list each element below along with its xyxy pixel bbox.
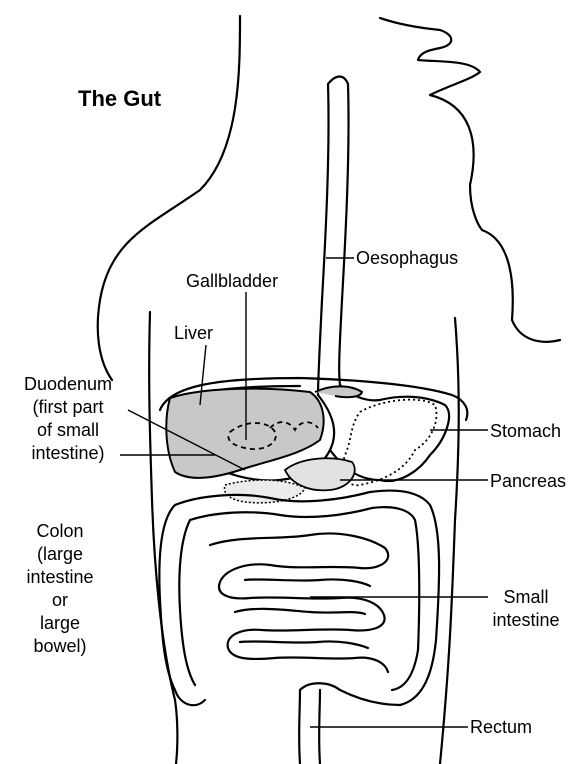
label-duodenum-line-1: Duodenum <box>8 373 128 396</box>
body-outline-right-lower <box>440 318 459 764</box>
label-duodenum-line-4: intestine) <box>8 442 128 465</box>
label-colon: Colon (large intestine or large bowel) <box>8 520 112 658</box>
oesophagus-right-wall <box>339 84 348 385</box>
label-small-intestine-line-1: Small <box>486 586 566 609</box>
label-small-intestine: Small intestine <box>486 586 566 632</box>
label-liver: Liver <box>174 322 213 345</box>
body-outline-left <box>98 16 240 380</box>
oesophagus-left-wall <box>318 84 329 395</box>
label-colon-line-1: Colon <box>8 520 112 543</box>
body-outline-right <box>482 230 560 342</box>
label-colon-line-2: (large <box>8 543 112 566</box>
colon-ascending-inner <box>179 520 195 685</box>
diagram-title: The Gut <box>78 86 161 112</box>
label-rectum: Rectum <box>470 716 532 739</box>
label-colon-line-3: intestine <box>8 566 112 589</box>
head-outline <box>380 18 482 230</box>
oesophagus-top <box>328 77 348 85</box>
label-pancreas: Pancreas <box>490 470 566 493</box>
small-intestine-loops <box>210 533 388 672</box>
label-colon-line-4: or <box>8 589 112 612</box>
label-duodenum: Duodenum (first part of small intestine) <box>8 373 128 465</box>
label-duodenum-line-2: (first part <box>8 396 128 419</box>
label-stomach: Stomach <box>490 420 561 443</box>
small-intestine-loops-inner <box>235 579 370 648</box>
liver-top-lobe <box>315 386 362 397</box>
label-duodenum-line-3: of small <box>8 419 128 442</box>
stomach-inner-dotted <box>343 400 436 486</box>
pancreas-body <box>224 480 305 503</box>
colon-ascending <box>159 505 205 705</box>
rectum-curve <box>300 683 400 705</box>
label-small-intestine-line-2: intestine <box>486 609 566 632</box>
label-colon-line-6: bowel) <box>8 635 112 658</box>
label-gallbladder: Gallbladder <box>186 270 278 293</box>
body-outline-left-lower <box>149 312 177 764</box>
label-colon-line-5: large <box>8 612 112 635</box>
label-oesophagus: Oesophagus <box>356 247 458 270</box>
